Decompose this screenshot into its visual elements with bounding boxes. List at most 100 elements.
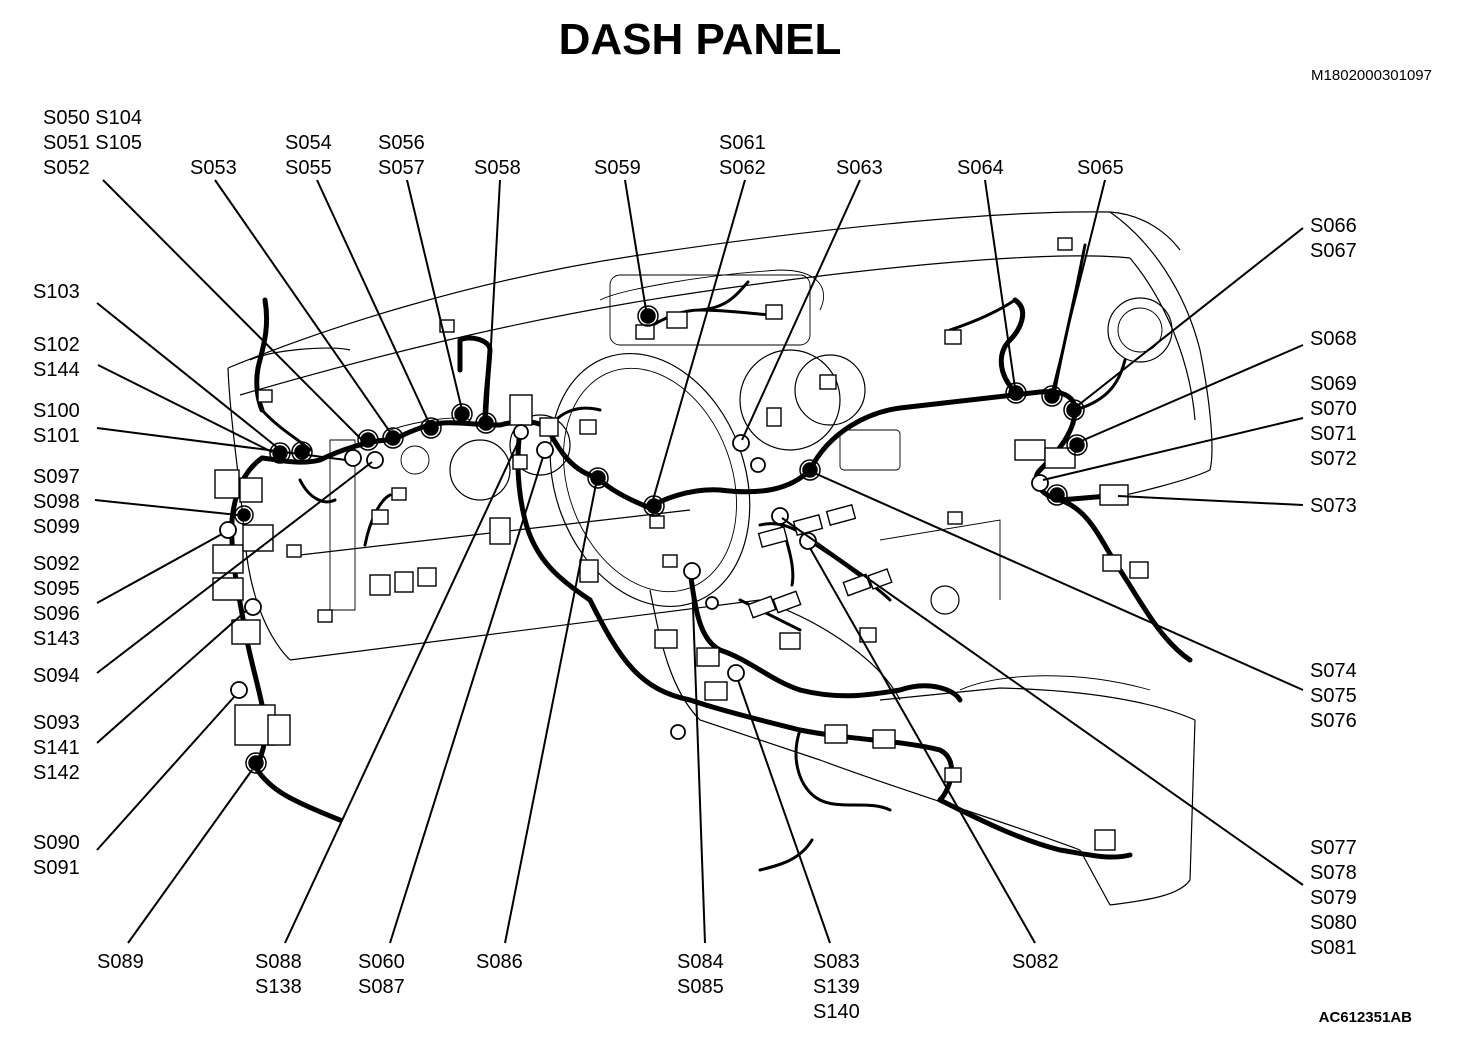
svg-text:S057: S057: [378, 157, 425, 179]
svg-text:S082: S082: [1012, 951, 1059, 973]
svg-text:S140: S140: [813, 1001, 860, 1023]
svg-text:S083: S083: [813, 951, 860, 973]
svg-text:S097: S097: [33, 466, 80, 488]
label-s073: S073: [1310, 495, 1357, 517]
label-s060: S060 S087: [358, 951, 405, 998]
svg-text:S059: S059: [594, 157, 641, 179]
svg-text:S077: S077: [1310, 837, 1357, 859]
svg-text:S092: S092: [33, 553, 80, 575]
label-s063: S063: [836, 157, 883, 179]
label-s050: S050 S104 S051 S105 S052: [43, 107, 142, 179]
callout-labels: S050 S104 S051 S105 S052 S053 S054 S055 …: [33, 107, 1357, 1023]
dash-panel-outline: [227, 211, 1213, 906]
svg-text:S055: S055: [285, 157, 332, 179]
svg-text:S063: S063: [836, 157, 883, 179]
label-s094: S094: [33, 665, 80, 687]
svg-text:S080: S080: [1310, 912, 1357, 934]
svg-text:S062: S062: [719, 157, 766, 179]
svg-text:S061: S061: [719, 132, 766, 154]
label-s102: S102 S144: [33, 334, 80, 381]
label-s064: S064: [957, 157, 1004, 179]
splice-markers: [219, 305, 1088, 774]
svg-text:S085: S085: [677, 976, 724, 998]
label-s100: S100 S101: [33, 400, 80, 447]
svg-text:S143: S143: [33, 628, 80, 650]
label-s065: S065: [1077, 157, 1124, 179]
label-s103: S103: [33, 281, 80, 303]
svg-text:S142: S142: [33, 762, 80, 784]
label-s082: S082: [1012, 951, 1059, 973]
svg-text:S079: S079: [1310, 887, 1357, 909]
svg-text:S087: S087: [358, 976, 405, 998]
svg-text:S096: S096: [33, 603, 80, 625]
label-s083: S083 S139 S140: [813, 951, 860, 1023]
svg-text:S139: S139: [813, 976, 860, 998]
label-s092: S092 S095 S096 S143: [33, 553, 80, 650]
svg-text:S069: S069: [1310, 373, 1357, 395]
label-s093: S093 S141 S142: [33, 712, 80, 784]
label-s066: S066 S067: [1310, 215, 1357, 262]
svg-text:S050 S104: S050 S104: [43, 107, 142, 129]
svg-text:S102: S102: [33, 334, 80, 356]
svg-text:S088: S088: [255, 951, 302, 973]
label-s053: S053: [190, 157, 237, 179]
diagram-title: DASH PANEL: [559, 15, 842, 64]
svg-text:S084: S084: [677, 951, 724, 973]
svg-text:S141: S141: [33, 737, 80, 759]
svg-text:S099: S099: [33, 516, 80, 538]
label-s074: S074 S075 S076: [1310, 660, 1357, 732]
label-s059: S059: [594, 157, 641, 179]
svg-text:S054: S054: [285, 132, 332, 154]
svg-text:S052: S052: [43, 157, 90, 179]
svg-text:S051 S105: S051 S105: [43, 132, 142, 154]
wiring-harness: [229, 243, 1193, 872]
svg-text:S090: S090: [33, 832, 80, 854]
svg-text:S078: S078: [1310, 862, 1357, 884]
label-s088: S088 S138: [255, 951, 302, 998]
svg-text:S053: S053: [190, 157, 237, 179]
svg-text:S138: S138: [255, 976, 302, 998]
svg-text:S065: S065: [1077, 157, 1124, 179]
label-s058: S058: [474, 157, 521, 179]
label-s086: S086: [476, 951, 523, 973]
svg-text:S073: S073: [1310, 495, 1357, 517]
svg-text:S070: S070: [1310, 398, 1357, 420]
figure-code: M1802000301097: [1311, 67, 1432, 84]
svg-text:S095: S095: [33, 578, 80, 600]
svg-text:S094: S094: [33, 665, 80, 687]
label-s084: S084 S085: [677, 951, 724, 998]
svg-text:S072: S072: [1310, 448, 1357, 470]
svg-text:S103: S103: [33, 281, 80, 303]
svg-text:S074: S074: [1310, 660, 1357, 682]
svg-text:S100: S100: [33, 400, 80, 422]
svg-text:S081: S081: [1310, 937, 1357, 959]
svg-text:S098: S098: [33, 491, 80, 513]
svg-text:S144: S144: [33, 359, 80, 381]
svg-text:S056: S056: [378, 132, 425, 154]
leader-lines: [94, 179, 1304, 944]
label-s068: S068: [1310, 328, 1357, 350]
svg-text:S076: S076: [1310, 710, 1357, 732]
svg-text:S089: S089: [97, 951, 144, 973]
svg-text:S071: S071: [1310, 423, 1357, 445]
svg-text:S086: S086: [476, 951, 523, 973]
svg-text:S066: S066: [1310, 215, 1357, 237]
svg-text:S058: S058: [474, 157, 521, 179]
svg-text:S101: S101: [33, 425, 80, 447]
label-s069: S069 S070 S071 S072: [1310, 373, 1357, 470]
label-s089: S089: [97, 951, 144, 973]
svg-text:S060: S060: [358, 951, 405, 973]
label-s090: S090 S091: [33, 832, 80, 879]
svg-text:S067: S067: [1310, 240, 1357, 262]
label-s056: S056 S057: [378, 132, 425, 179]
label-s061: S061 S062: [719, 132, 766, 179]
label-s077: S077 S078 S079 S080 S081: [1310, 837, 1357, 959]
svg-text:S075: S075: [1310, 685, 1357, 707]
label-s097: S097 S098 S099: [33, 466, 80, 538]
connector-blocks: [212, 237, 1149, 851]
art-code: AC612351AB: [1319, 1009, 1413, 1026]
label-s054: S054 S055: [285, 132, 332, 179]
svg-text:S068: S068: [1310, 328, 1357, 350]
svg-text:S091: S091: [33, 857, 80, 879]
